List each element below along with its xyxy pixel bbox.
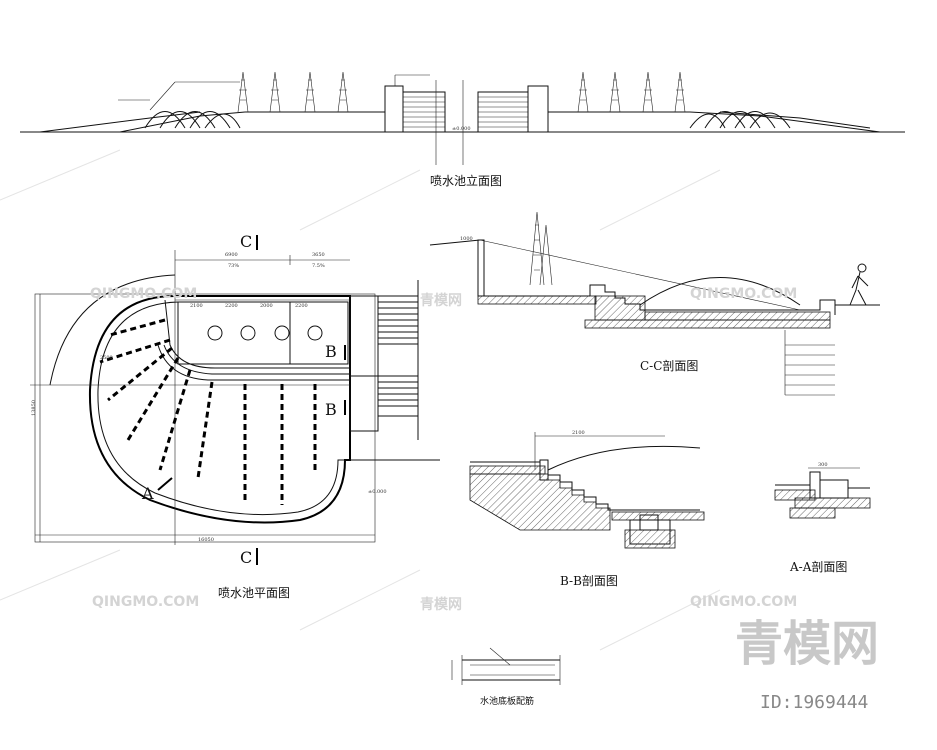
elev-plan-0000: ±0.000 [368,489,387,495]
section-mark-a: A [142,484,154,503]
bb-section [469,432,705,549]
watermark-en: QINGMO.COM [690,286,798,302]
dim-2200b: 2200 [295,303,308,309]
dim-3650: 3650 [312,252,325,258]
aa-section-title: A-A剖面图 [790,560,848,574]
cc-section-title: C-C剖面图 [640,359,699,373]
section-mark-c-top: C [240,232,253,251]
elev-0000: ±0.000 [452,126,471,132]
bb-section-title: B-B剖面图 [560,574,618,588]
elevation-title: 喷水池立面图 [430,174,503,188]
dim-2000: 2000 [260,303,273,309]
cc-section [429,211,880,396]
watermark-lines [0,149,721,651]
dim-aa-300: 300 [818,462,828,468]
dim-slope-73: 73% [228,263,240,269]
dim-2100: 2100 [190,303,203,309]
section-mark-b-bottom: B [325,400,337,419]
fountain-elevation [20,71,905,165]
dim-bb-2100: 2100 [572,430,585,436]
asset-id: ID:1969444 [760,692,869,713]
dim-16050: 16050 [198,537,214,543]
aa-section [774,467,871,519]
dim-2500: 2500 [100,355,113,361]
section-mark-c-bottom: C [240,548,253,567]
slab-rebar-detail [451,647,561,685]
dim-1000: 1000 [460,236,473,242]
watermark-en: QINGMO.COM [90,286,198,302]
section-mark-b-top: B [325,342,337,361]
detail-title: 水池底板配筋 [480,697,535,707]
brand-logo-text: 青模网 [735,616,880,672]
watermark-en: QINGMO.COM [92,594,200,610]
dim-2200a: 2200 [225,303,238,309]
watermark-en: QINGMO.COM [690,594,798,610]
dim-6900: 6900 [225,252,238,258]
watermark-cn: 青模网 [420,597,462,613]
watermark-cn: 青模网 [420,293,462,309]
dim-13850: 13850 [30,400,37,416]
dim-slope-75: 7.5% [312,263,325,269]
fountain-plan [30,235,440,565]
plan-title: 喷水池平面图 [218,586,291,600]
